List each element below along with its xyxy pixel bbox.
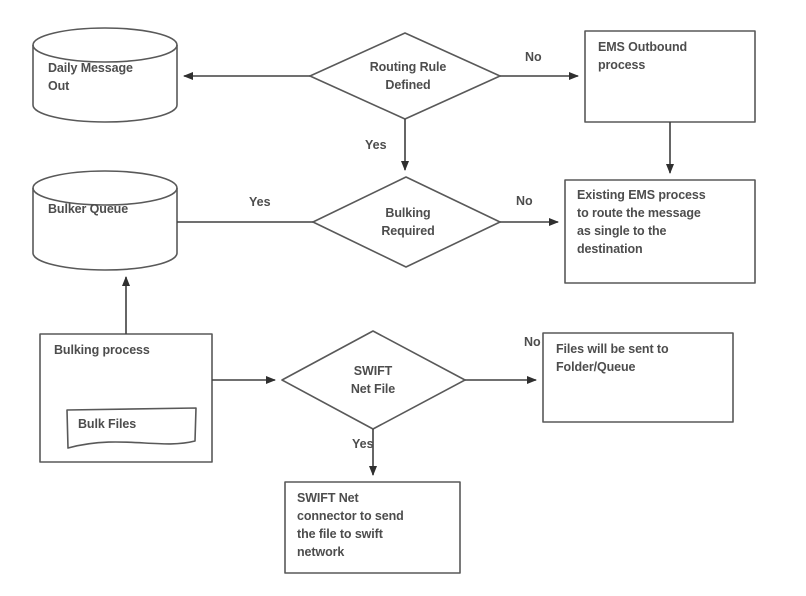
bulking-required[interactable]: [313, 177, 500, 267]
routing-rule-defined[interactable]: [310, 33, 500, 119]
bulking-required-shape: [312, 176, 501, 268]
existing-ems-process[interactable]: [565, 180, 755, 283]
files-folder-queue[interactable]: [543, 333, 733, 422]
edge-label-routing-yes: Yes: [365, 138, 387, 152]
edge-label-bulking-yes: Yes: [249, 195, 271, 209]
edge-label-routing-no: No: [525, 50, 542, 64]
swift-net-connector-shape: [284, 481, 461, 574]
files-folder-queue-shape: [542, 332, 734, 423]
daily-message-out[interactable]: [33, 28, 177, 122]
edge-label-swift-no: No: [524, 335, 541, 349]
bulker-queue-shape: [32, 170, 178, 271]
daily-message-out-shape: [32, 27, 178, 123]
edge-label-bulking-no: No: [516, 194, 533, 208]
bulk-files[interactable]: [67, 408, 196, 450]
edge-label-swift-yes: Yes: [352, 437, 374, 451]
ems-outbound-process[interactable]: [585, 31, 755, 122]
swift-net-connector[interactable]: [285, 482, 460, 573]
bulk-files-shape: [66, 407, 197, 449]
existing-ems-process-shape: [564, 179, 756, 284]
bulker-queue[interactable]: [33, 171, 177, 270]
swift-net-file[interactable]: [282, 331, 465, 429]
